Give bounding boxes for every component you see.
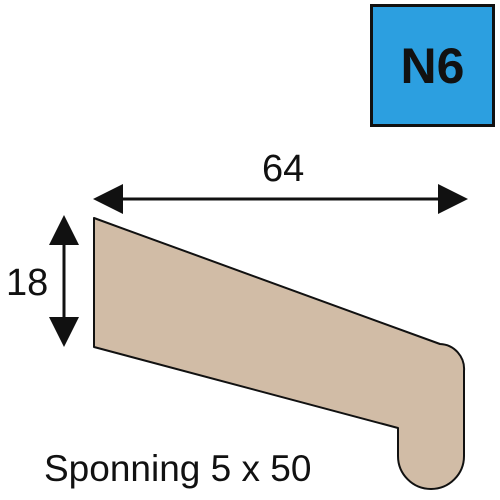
profile-cross-section — [93, 217, 466, 490]
height-dimension-label: 18 — [6, 262, 49, 304]
width-dimension-label: 64 — [262, 148, 305, 190]
profile-code-badge: N6 — [370, 4, 495, 127]
rebate-caption: Sponning 5 x 50 — [44, 448, 312, 489]
profile-code-label: N6 — [400, 37, 465, 94]
